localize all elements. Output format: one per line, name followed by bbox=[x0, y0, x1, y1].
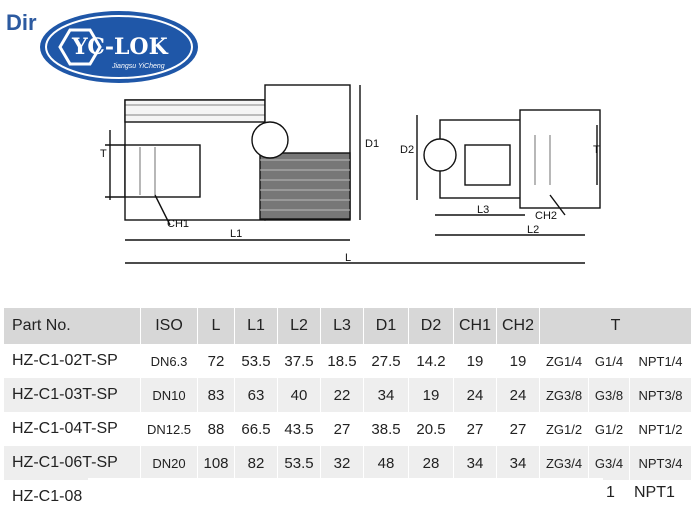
cell: NPT3/4 bbox=[629, 446, 692, 480]
cell: 32 bbox=[320, 446, 364, 480]
cell: 14.2 bbox=[408, 344, 454, 378]
table-row: HZ-C1-03T-SP DN10 83 63 40 22 34 19 24 2… bbox=[4, 378, 692, 412]
label-CH1: CH1 bbox=[167, 218, 189, 230]
cell: 40 bbox=[277, 378, 321, 412]
cell: 19 bbox=[453, 344, 497, 378]
col-ch2: CH2 bbox=[496, 308, 540, 344]
label-T-right: T bbox=[593, 144, 600, 156]
label-D2: D2 bbox=[400, 144, 414, 156]
partial-row-part-no: HZ-C1-08 bbox=[12, 488, 83, 505]
cell: 48 bbox=[363, 446, 409, 480]
cell: HZ-C1-03T-SP bbox=[4, 378, 141, 412]
cell: 37.5 bbox=[277, 344, 321, 378]
label-L1: L1 bbox=[230, 228, 242, 240]
cell: HZ-C1-02T-SP bbox=[4, 344, 141, 378]
cell: 43.5 bbox=[277, 412, 321, 446]
cell: 53.5 bbox=[234, 344, 278, 378]
cell: G1/2 bbox=[588, 412, 630, 446]
label-CH2: CH2 bbox=[535, 210, 557, 222]
table-row: HZ-C1-02T-SP DN6.3 72 53.5 37.5 18.5 27.… bbox=[4, 344, 692, 378]
col-d2: D2 bbox=[408, 308, 454, 344]
cell: 28 bbox=[408, 446, 454, 480]
cell: 34 bbox=[363, 378, 409, 412]
coupling-technical-drawing: T D1 D2 T CH1 CH2 L1 L3 L2 L bbox=[100, 84, 601, 264]
cell: ZG1/2 bbox=[539, 412, 589, 446]
cell: DN12.5 bbox=[140, 412, 198, 446]
cell: G3/4 bbox=[588, 446, 630, 480]
col-iso: ISO bbox=[140, 308, 198, 344]
cell: 34 bbox=[453, 446, 497, 480]
cell: 27.5 bbox=[363, 344, 409, 378]
label-T-left: T bbox=[100, 148, 107, 160]
cell: NPT1/4 bbox=[629, 344, 692, 378]
col-part-no: Part No. bbox=[4, 308, 141, 344]
cell: 27 bbox=[496, 412, 540, 446]
cell: ZG1/4 bbox=[539, 344, 589, 378]
col-t: T bbox=[539, 308, 692, 344]
cell: 53.5 bbox=[277, 446, 321, 480]
cell: 19 bbox=[408, 378, 454, 412]
table-row: HZ-C1-04T-SP DN12.5 88 66.5 43.5 27 38.5… bbox=[4, 412, 692, 446]
cell: 20.5 bbox=[408, 412, 454, 446]
cell: 38.5 bbox=[363, 412, 409, 446]
cell: 19 bbox=[496, 344, 540, 378]
table-header-row: Part No. ISO L L1 L2 L3 D1 D2 CH1 CH2 T bbox=[4, 308, 692, 344]
white-overlay bbox=[88, 478, 603, 524]
cell: 88 bbox=[197, 412, 235, 446]
cell: 24 bbox=[453, 378, 497, 412]
cell: DN20 bbox=[140, 446, 198, 480]
svg-text:YC-LOK: YC-LOK bbox=[71, 34, 169, 60]
cell: 34 bbox=[496, 446, 540, 480]
cell: 27 bbox=[453, 412, 497, 446]
col-l1: L1 bbox=[234, 308, 278, 344]
table-row: HZ-C1-06T-SP DN20 108 82 53.5 32 48 28 3… bbox=[4, 446, 692, 480]
cell: NPT3/8 bbox=[629, 378, 692, 412]
cell: 63 bbox=[234, 378, 278, 412]
svg-text:Jiangsu YiCheng: Jiangsu YiCheng bbox=[111, 63, 165, 70]
label-D1: D1 bbox=[365, 138, 379, 150]
cell: G1/4 bbox=[588, 344, 630, 378]
cell: HZ-C1-06T-SP bbox=[4, 446, 141, 480]
cell: 83 bbox=[197, 378, 235, 412]
col-l3: L3 bbox=[320, 308, 364, 344]
cell: 27 bbox=[320, 412, 364, 446]
label-L3: L3 bbox=[477, 204, 489, 216]
yc-lok-logo: YC-LOK Jiangsu YiCheng bbox=[40, 11, 198, 83]
cell: 108 bbox=[197, 446, 235, 480]
dimensions-table: Part No. ISO L L1 L2 L3 D1 D2 CH1 CH2 T … bbox=[4, 308, 692, 480]
cell: 66.5 bbox=[234, 412, 278, 446]
cell: 82 bbox=[234, 446, 278, 480]
cell: 24 bbox=[496, 378, 540, 412]
cell: ZG3/8 bbox=[539, 378, 589, 412]
col-d1: D1 bbox=[363, 308, 409, 344]
cell: 72 bbox=[197, 344, 235, 378]
label-L2: L2 bbox=[527, 224, 539, 236]
partial-row-npt: NPT1 bbox=[634, 484, 675, 501]
cell: ZG3/4 bbox=[539, 446, 589, 480]
partial-row-one: 1 bbox=[606, 484, 615, 501]
col-ch1: CH1 bbox=[453, 308, 497, 344]
col-l: L bbox=[197, 308, 235, 344]
cell: 22 bbox=[320, 378, 364, 412]
col-l2: L2 bbox=[277, 308, 321, 344]
cell: DN10 bbox=[140, 378, 198, 412]
cell: DN6.3 bbox=[140, 344, 198, 378]
cell: 18.5 bbox=[320, 344, 364, 378]
dir-label: Dir bbox=[6, 10, 37, 35]
label-L: L bbox=[345, 252, 351, 264]
cell: G3/8 bbox=[588, 378, 630, 412]
cell: HZ-C1-04T-SP bbox=[4, 412, 141, 446]
cell: NPT1/2 bbox=[629, 412, 692, 446]
